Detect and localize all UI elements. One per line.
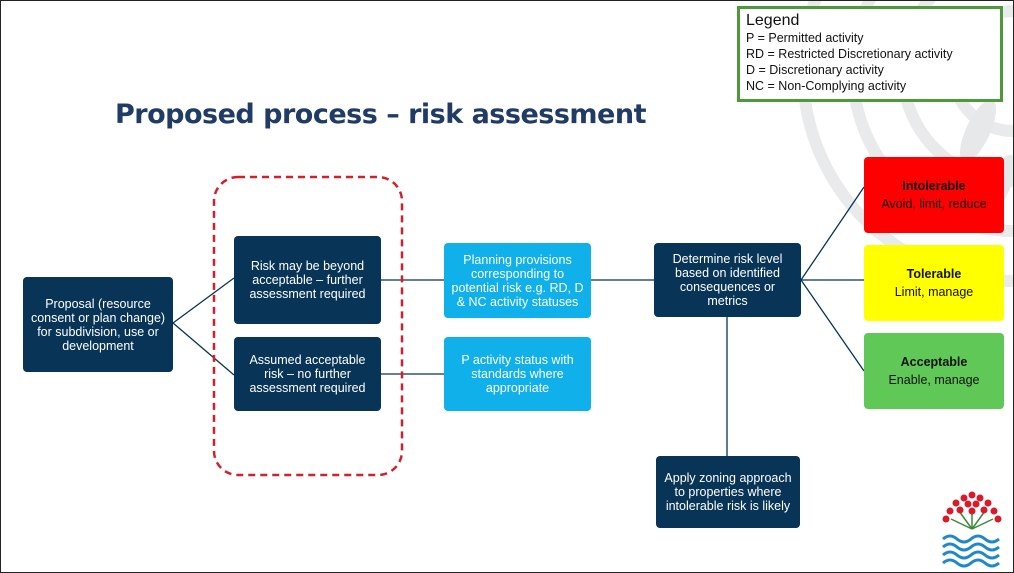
slide-title: Proposed process – risk assessment (115, 99, 646, 130)
assumed-acceptable-box: Assumed acceptable risk – no further ass… (234, 337, 381, 411)
intolerable-box: Intolerable Avoid, limit, reduce (864, 157, 1004, 233)
proposal-text: Proposal (resource consent or plan chang… (30, 296, 166, 353)
p-status-text: P activity status with standards where a… (461, 353, 574, 395)
proposal-box: Proposal (resource consent or plan chang… (23, 277, 173, 372)
intolerable-title: Intolerable (902, 179, 966, 193)
planning-provisions-text: Planning provisions corresponding to pot… (451, 252, 584, 309)
legend-item: RD = Restricted Discretionary activity (746, 47, 953, 61)
connector-proposal-to-assumed (172, 322, 235, 376)
p-status-box: P activity status with standards where a… (444, 337, 591, 411)
connector-determine-to-intolerable (800, 186, 865, 281)
connector-proposal-to-beyond (172, 277, 235, 324)
legend-item: D = Discretionary activity (746, 63, 884, 77)
legend-item: P = Permitted activity (746, 31, 864, 45)
dashed-outline (212, 175, 404, 477)
determine-risk-text: Determine risk level based on identified… (672, 252, 783, 308)
legend: Legend P = Permitted activity RD = Restr… (737, 6, 1003, 102)
tolerable-box: Tolerable Limit, manage (864, 245, 1004, 321)
legend-heading: Legend (746, 12, 800, 29)
tolerable-action: Limit, manage (894, 285, 974, 299)
tolerable-title: Tolerable (906, 267, 962, 281)
beyond-acceptable-box: Risk may be beyond acceptable – further … (234, 236, 381, 324)
connector-determine-to-acceptable (800, 279, 865, 372)
beyond-acceptable-text: Risk may be beyond acceptable – further … (249, 259, 366, 301)
assumed-acceptable-text: Assumed acceptable risk – no further ass… (249, 353, 366, 395)
organisation-logo (931, 481, 1013, 571)
determine-risk-box: Determine risk level based on identified… (654, 243, 801, 317)
acceptable-title: Acceptable (900, 355, 968, 369)
zoning-text: Apply zoning approach to properties wher… (664, 471, 792, 513)
zoning-box: Apply zoning approach to properties wher… (656, 456, 800, 528)
acceptable-box: Acceptable Enable, manage (864, 333, 1004, 409)
intolerable-action: Avoid, limit, reduce (881, 197, 987, 211)
planning-provisions-box: Planning provisions corresponding to pot… (444, 243, 591, 318)
legend-item: NC = Non-Complying activity (746, 79, 907, 93)
acceptable-action: Enable, manage (888, 373, 980, 387)
